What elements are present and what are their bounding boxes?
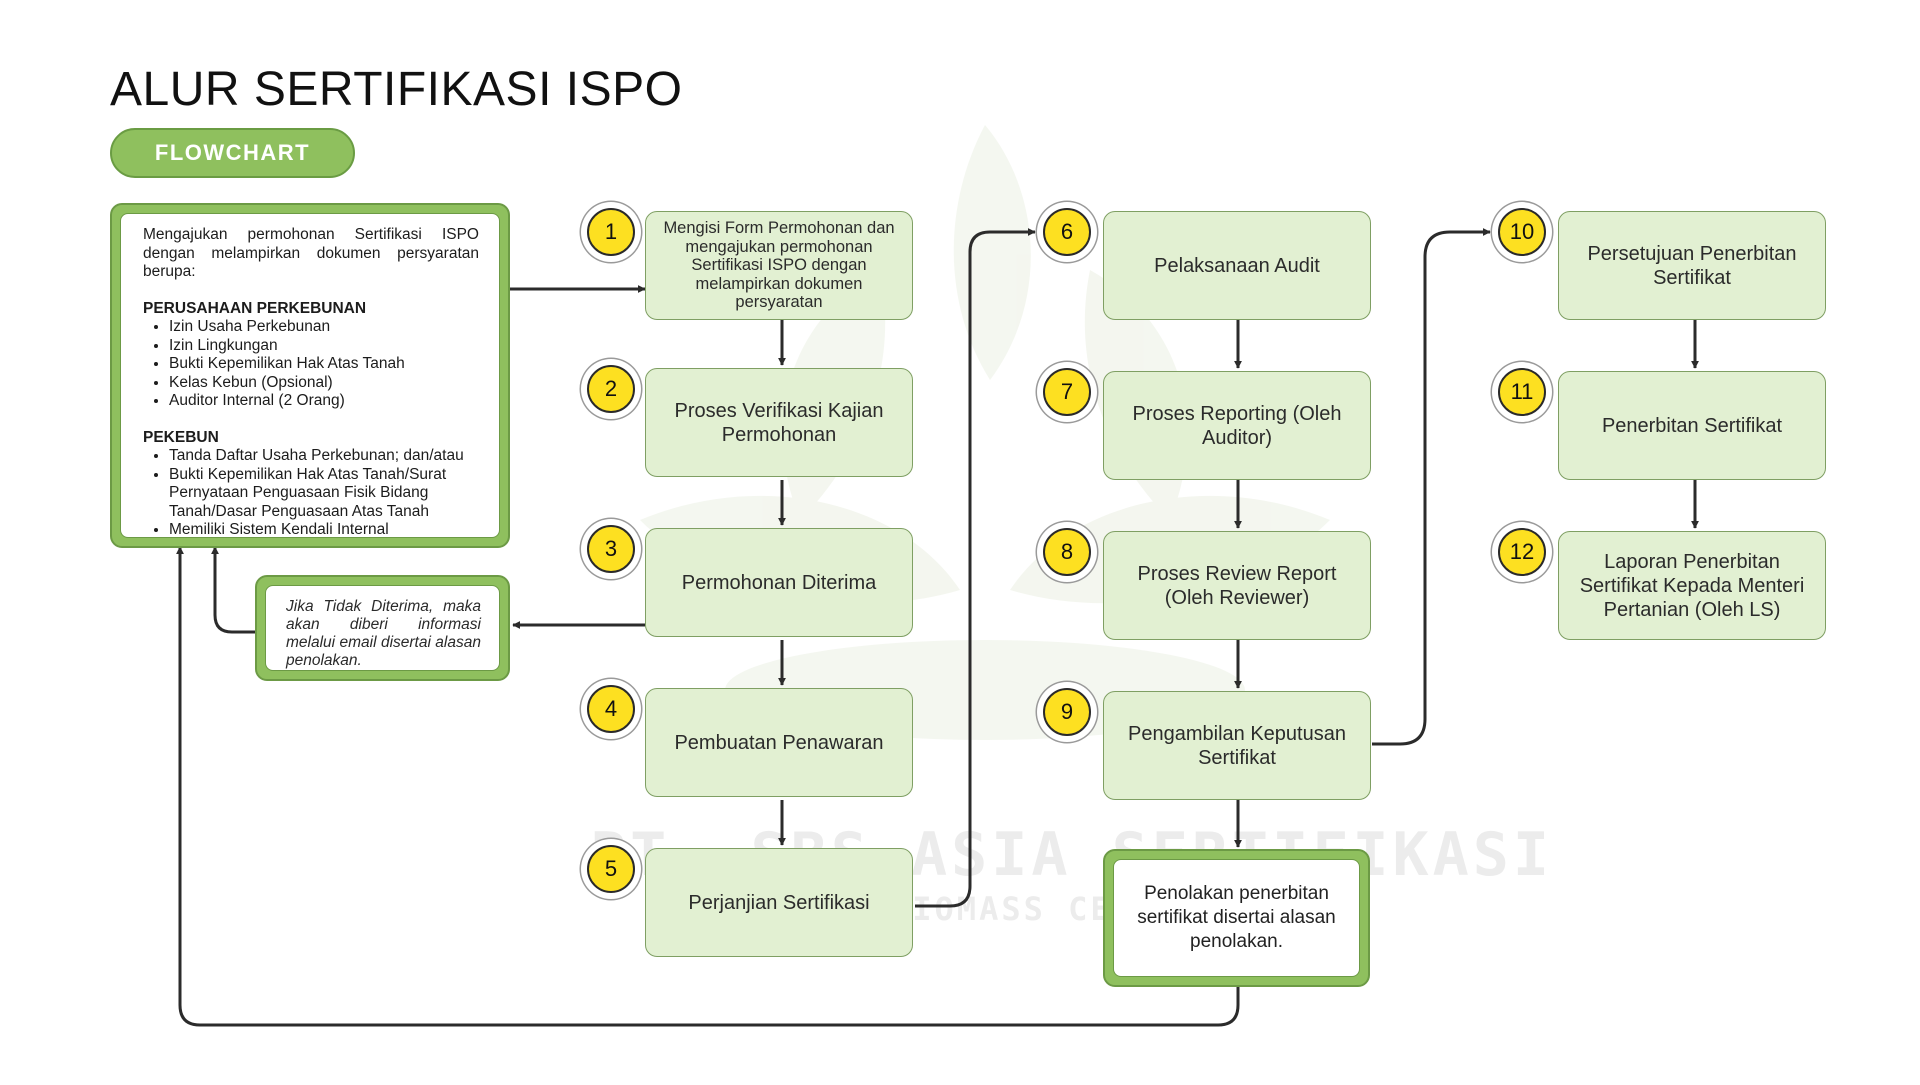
arrow-5-6: [915, 228, 1036, 908]
step-3-number: 3: [587, 525, 635, 573]
list-item: Izin Lingkungan: [169, 337, 479, 356]
rejection-note-text: Jika Tidak Diterima, maka akan diberi in…: [265, 585, 500, 671]
step-9-number: 9: [1043, 688, 1091, 736]
list-item: Tanda Daftar Usaha Perkebunan; dan/atau: [169, 447, 479, 466]
arrow-9-10: [1372, 228, 1491, 746]
step-8-box: Proses Review Report (Oleh Reviewer): [1103, 531, 1371, 640]
step-6-number: 6: [1043, 208, 1091, 256]
rejection-note-box: Jika Tidak Diterima, maka akan diberi in…: [255, 575, 510, 681]
step-2-number: 2: [587, 365, 635, 413]
arrow-final-to-req: [176, 546, 1240, 1027]
requirements-intro: Mengajukan permohonan Sertifikasi ISPO d…: [143, 226, 479, 280]
smallholder-document-list: Tanda Daftar Usaha Perkebunan; dan/atau …: [143, 447, 479, 540]
step-5-number: 5: [587, 845, 635, 893]
step-1-box: Mengisi Form Permohonan dan mengajukan p…: [645, 211, 913, 320]
step-11-number: 11: [1498, 368, 1546, 416]
arrow-reject-to-req: [211, 546, 255, 634]
flowchart-badge: FLOWCHART: [110, 128, 355, 178]
step-5-box: Perjanjian Sertifikasi: [645, 848, 913, 957]
list-item: Memiliki Sistem Kendali Internal: [169, 521, 479, 540]
company-document-list: Izin Usaha Perkebunan Izin Lingkungan Bu…: [143, 318, 479, 411]
step-2-box: Proses Verifikasi Kajian Permohonan: [645, 368, 913, 477]
step-4-number: 4: [587, 685, 635, 733]
step-7-number: 7: [1043, 368, 1091, 416]
list-item: Izin Usaha Perkebunan: [169, 318, 479, 337]
step-1-number: 1: [587, 208, 635, 256]
step-4-box: Pembuatan Penawaran: [645, 688, 913, 797]
step-3-box: Permohonan Diterima: [645, 528, 913, 637]
step-6-box: Pelaksanaan Audit: [1103, 211, 1371, 320]
step-8-number: 8: [1043, 528, 1091, 576]
requirements-box: Mengajukan permohonan Sertifikasi ISPO d…: [110, 203, 510, 548]
list-item: Bukti Kepemilikan Hak Atas Tanah/Surat P…: [169, 466, 479, 522]
step-9-box: Pengambilan Keputusan Sertifikat: [1103, 691, 1371, 800]
list-item: Auditor Internal (2 Orang): [169, 392, 479, 411]
list-item: Bukti Kepemilikan Hak Atas Tanah: [169, 355, 479, 374]
group-heading-company: PERUSAHAAN PERKEBUNAN: [143, 299, 367, 317]
step-7-box: Proses Reporting (Oleh Auditor): [1103, 371, 1371, 480]
page-title: ALUR SERTIFIKASI ISPO: [110, 63, 683, 116]
step-11-box: Penerbitan Sertifikat: [1558, 371, 1826, 480]
step-12-box: Laporan Penerbitan Sertifikat Kepada Men…: [1558, 531, 1826, 640]
group-heading-smallholder: PEKEBUN: [143, 428, 219, 446]
step-10-number: 10: [1498, 208, 1546, 256]
final-rejection-box: Penolakan penerbitan sertifikat disertai…: [1103, 849, 1370, 987]
final-rejection-text: Penolakan penerbitan sertifikat disertai…: [1113, 859, 1360, 977]
step-10-box: Persetujuan Penerbitan Sertifikat: [1558, 211, 1826, 320]
list-item: Kelas Kebun (Opsional): [169, 374, 479, 393]
step-12-number: 12: [1498, 528, 1546, 576]
